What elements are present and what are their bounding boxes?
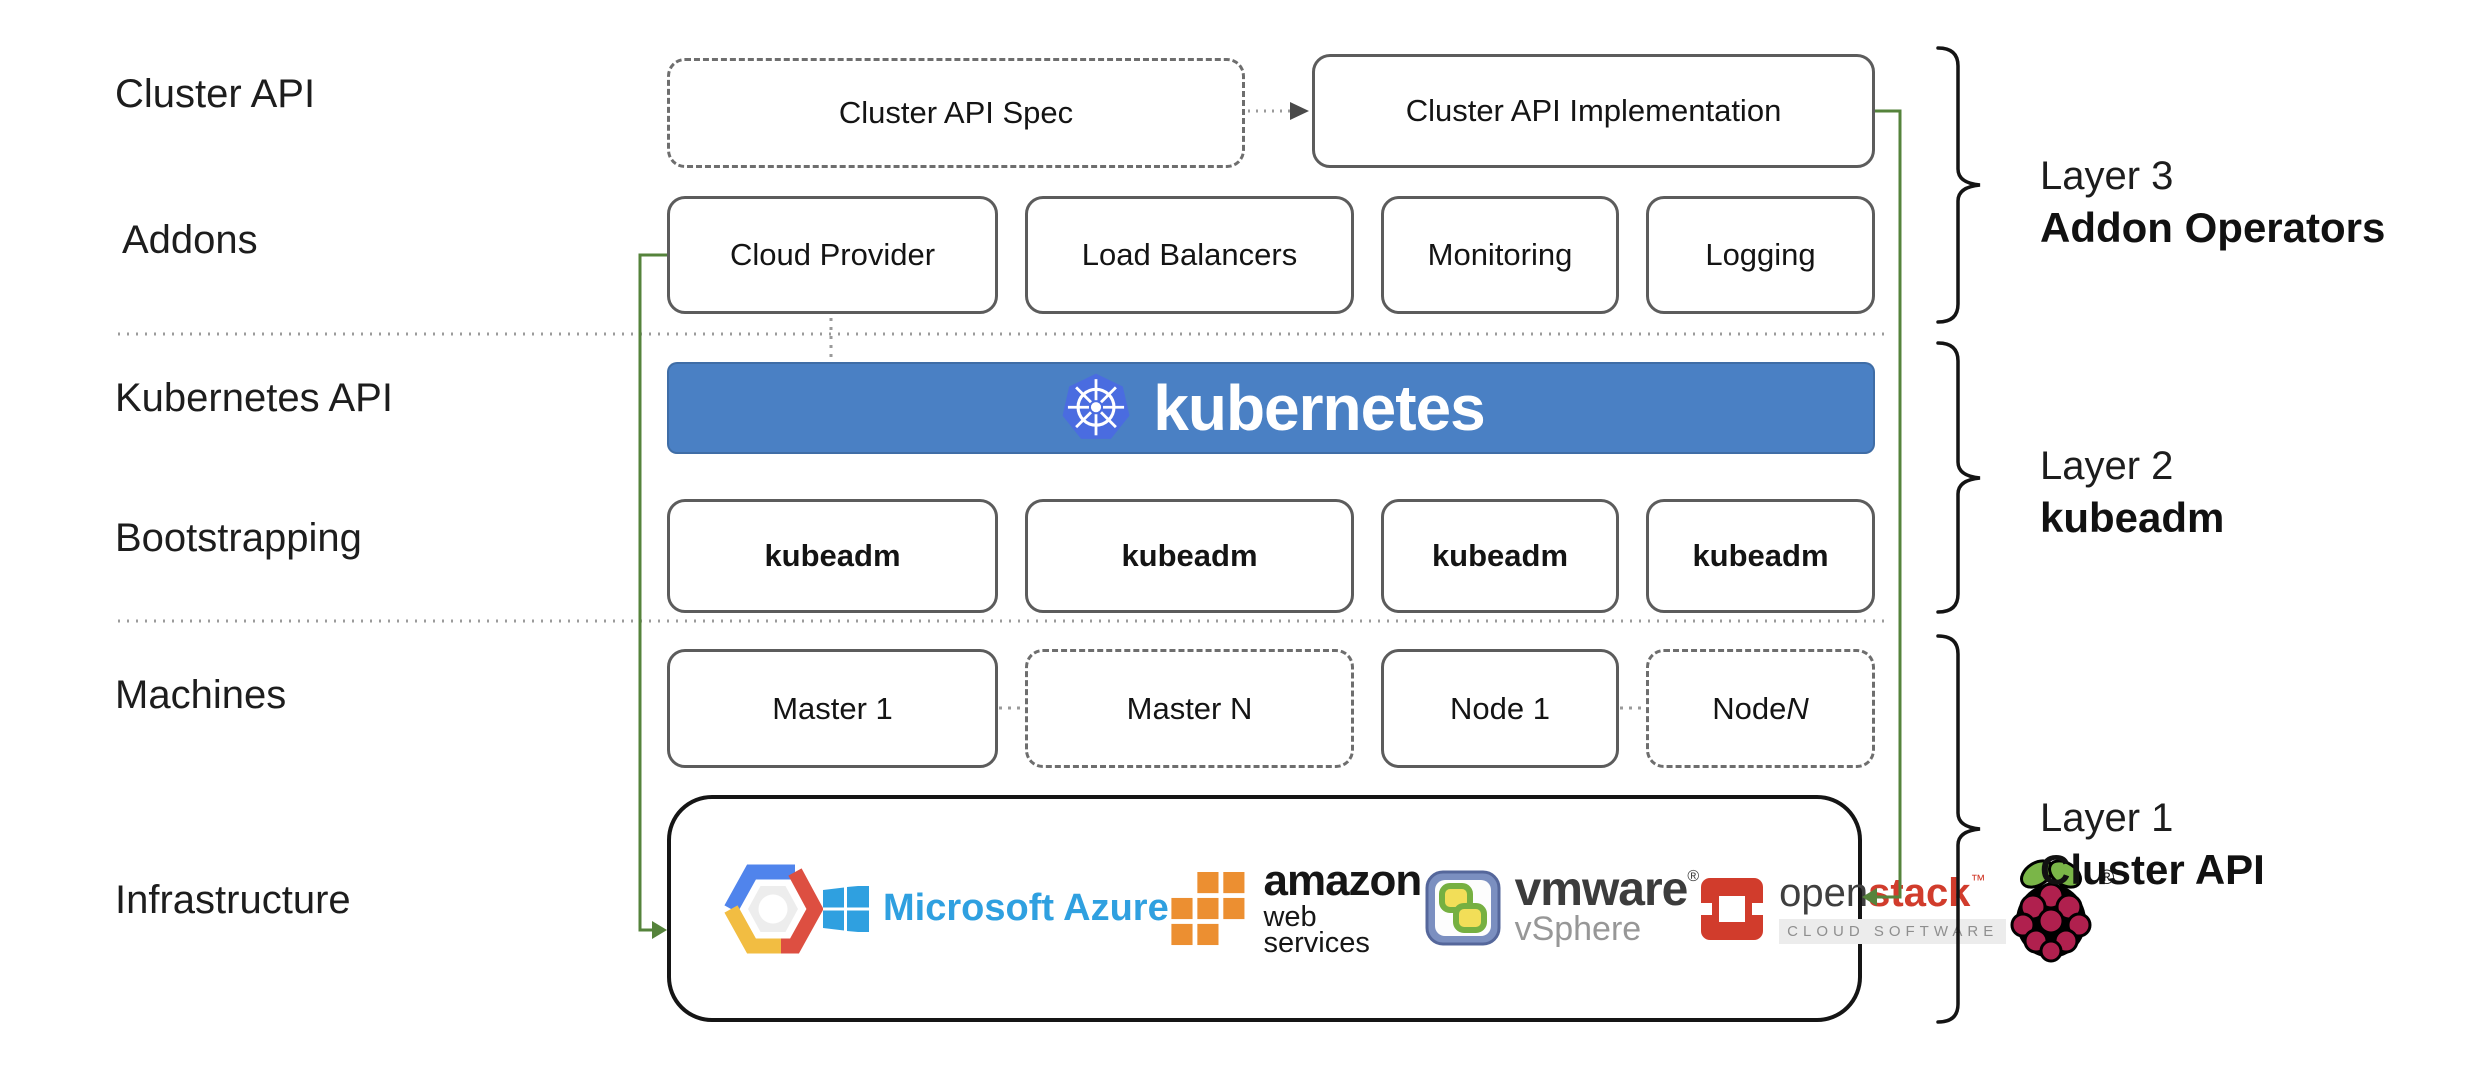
layer-2-subtitle: kubeadm — [2040, 494, 2225, 541]
azure-wordmark: Microsoft Azure — [883, 887, 1169, 929]
master-1-label: Master 1 — [772, 690, 893, 726]
addon-box-cloud-provider: Cloud Provider — [667, 196, 998, 314]
vmware-wordmark: vmware® vSphere — [1514, 866, 1700, 949]
raspberry-pi-logo: ® — [2006, 853, 2114, 965]
row-label-cluster-api: Cluster API — [115, 72, 316, 116]
node-n-n: N — [1786, 690, 1809, 726]
node-n-label: Node — [1712, 690, 1787, 726]
layer-1-subtitle: Cluster API — [2040, 846, 2265, 893]
infrastructure-box: Microsoft Azure amazon web services — [667, 795, 2114, 1022]
openstack-stack-text: stack — [1868, 871, 1971, 915]
machine-box-master-1: Master 1 — [667, 649, 998, 768]
vmware-reg-mark: ® — [1687, 868, 1700, 886]
row-label-infrastructure: Infrastructure — [115, 878, 351, 922]
kubernetes-wordmark: kubernetes — [1153, 372, 1485, 444]
cluster-api-spec-label: Cluster API Spec — [838, 95, 1074, 130]
green-connector-left — [638, 253, 667, 932]
microsoft-window-icon — [823, 885, 869, 932]
layer-3-title: Layer 3 — [2040, 154, 2174, 198]
master-n-label: Master N — [1126, 690, 1253, 726]
green-arrowhead-left — [652, 921, 667, 939]
kubernetes-logo-icon — [1062, 373, 1130, 439]
kubeadm-box-1: kubeadm — [667, 499, 998, 613]
row-label-bootstrapping: Bootstrapping — [115, 516, 362, 560]
vmware-vsphere-logo: vmware® vSphere — [1425, 866, 1700, 949]
vsphere-text: vSphere — [1514, 910, 1642, 949]
machine-box-master-n: Master N — [1025, 649, 1354, 768]
addon-box-load-balancers: Load Balancers — [1025, 196, 1354, 314]
google-cloud-logo — [723, 859, 823, 959]
row-label-kubernetes-api: Kubernetes API — [115, 376, 393, 420]
row-label-machines: Machines — [115, 673, 287, 717]
openstack-wordmark: openstack™ CLOUD SOFTWARE — [1779, 871, 2007, 944]
google-cloud-hexagon-icon — [724, 864, 823, 953]
brace-layer-3 — [1936, 46, 1981, 324]
web-services-text: web services — [1263, 901, 1370, 960]
raspberry-pi-icon — [2010, 858, 2092, 962]
kubeadm-label-1: kubeadm — [764, 538, 901, 573]
row-label-addons: Addons — [122, 218, 258, 262]
brace-layer-2 — [1936, 341, 1981, 614]
layer-2-title: Layer 2 — [2040, 444, 2174, 488]
microsoft-azure-logo: Microsoft Azure — [823, 885, 1169, 932]
layer-3-annotation: Layer 3 Addon Operators — [2040, 150, 2385, 254]
monitoring-label: Monitoring — [1427, 237, 1573, 272]
node-1-label: Node 1 — [1450, 690, 1550, 726]
layer-3-subtitle: Addon Operators — [2040, 204, 2386, 251]
kubeadm-label-4: kubeadm — [1692, 538, 1829, 573]
kubeadm-label-2: kubeadm — [1121, 538, 1258, 573]
openstack-tm-mark: ™ — [1970, 872, 1986, 889]
cloud-provider-label: Cloud Provider — [729, 237, 936, 272]
kubeadm-box-3: kubeadm — [1381, 499, 1619, 613]
openstack-icon — [1699, 877, 1766, 940]
layer-2-annotation: Layer 2 kubeadm — [2040, 440, 2224, 544]
machine-box-node-1: Node 1 — [1381, 649, 1619, 768]
logging-label: Logging — [1705, 237, 1816, 272]
raspberry-pi-reg-mark: ® — [2099, 866, 2115, 889]
aws-cubes-icon — [1168, 868, 1248, 948]
kubeadm-box-4: kubeadm — [1646, 499, 1875, 613]
load-balancers-label: Load Balancers — [1081, 237, 1298, 272]
brace-layer-1 — [1936, 634, 1981, 1024]
spec-impl-arrowhead — [1290, 102, 1309, 120]
aws-logo: amazon web services — [1168, 855, 1425, 960]
vsphere-puzzle-icon — [1425, 870, 1501, 946]
cluster-api-spec-box: Cluster API Spec — [667, 58, 1245, 168]
amazon-text: amazon — [1263, 855, 1422, 905]
addon-box-monitoring: Monitoring — [1381, 196, 1619, 314]
kubeadm-label-3: kubeadm — [1431, 538, 1569, 573]
layer-1-title: Layer 1 — [2040, 796, 2174, 840]
kubeadm-box-2: kubeadm — [1025, 499, 1354, 613]
cluster-api-implementation-box: Cluster API Implementation — [1312, 54, 1875, 168]
green-connector-right — [1875, 109, 1902, 899]
layer-1-annotation: Layer 1 Cluster API — [2040, 792, 2265, 896]
aws-wordmark: amazon web services — [1263, 855, 1424, 960]
openstack-cloud-software-text: CLOUD SOFTWARE — [1779, 919, 2007, 944]
kubernetes-banner: kubernetes — [667, 362, 1875, 454]
addon-box-logging: Logging — [1646, 196, 1875, 314]
cluster-api-implementation-label: Cluster API Implementation — [1405, 93, 1782, 128]
vmware-text: vmware — [1514, 863, 1689, 917]
machine-box-node-n: Node ​N — [1646, 649, 1875, 768]
openstack-open-text: open — [1779, 871, 1869, 915]
openstack-logo: openstack™ CLOUD SOFTWARE — [1699, 871, 2007, 944]
